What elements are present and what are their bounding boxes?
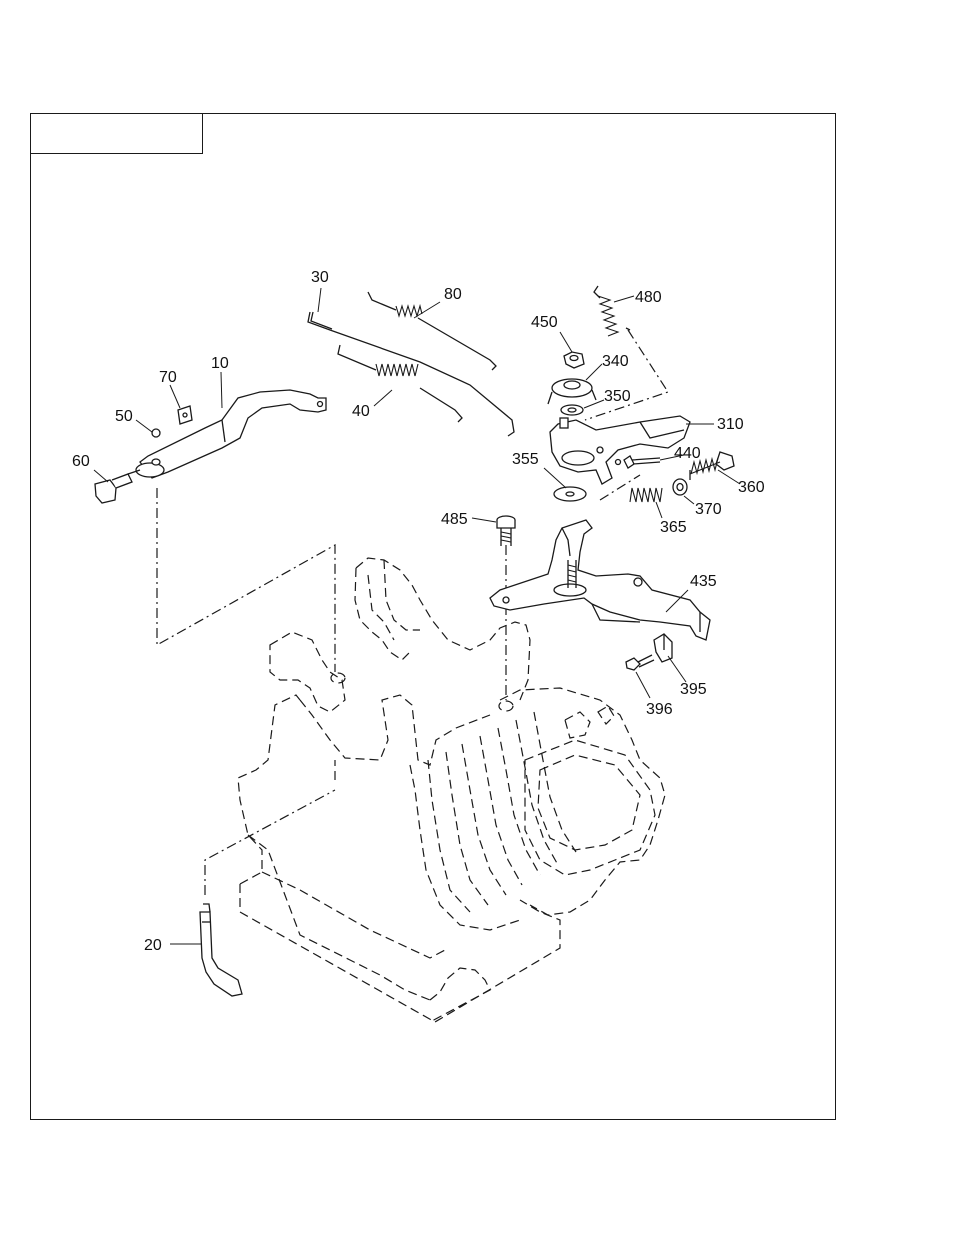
part-370-nut xyxy=(672,478,688,496)
part-60-bolt xyxy=(94,469,141,504)
callout-360: 360 xyxy=(738,479,765,496)
part-310-control-lever xyxy=(549,415,691,485)
part-355-washer xyxy=(553,486,587,502)
callout-355: 355 xyxy=(512,451,539,468)
callout-395: 395 xyxy=(680,681,707,698)
part-365-spring xyxy=(629,487,663,503)
callout-70: 70 xyxy=(159,369,177,386)
part-396-screw xyxy=(625,654,655,671)
callout-340: 340 xyxy=(602,353,629,370)
callout-485: 485 xyxy=(441,511,468,528)
callout-435: 435 xyxy=(690,573,717,590)
callout-480: 480 xyxy=(635,289,662,306)
part-80-spring xyxy=(367,291,497,371)
part-20-governor-shaft xyxy=(199,903,243,997)
callout-396: 396 xyxy=(646,701,673,718)
part-435-bracket xyxy=(489,519,711,641)
phantom-lines xyxy=(156,329,669,895)
part-70-clip xyxy=(177,405,193,425)
part-340-cup-washer xyxy=(547,378,597,405)
callout-440: 440 xyxy=(674,445,701,462)
callouts: 10 20 30 40 50 60 70 80 310 340 350 355 … xyxy=(72,269,765,954)
callout-370: 370 xyxy=(695,501,722,518)
diagram-frame xyxy=(30,113,836,1120)
callout-80: 80 xyxy=(444,286,462,303)
part-440-screw xyxy=(623,455,661,469)
callout-50: 50 xyxy=(115,408,133,425)
callout-60: 60 xyxy=(72,453,90,470)
part-50-circlip xyxy=(151,428,161,438)
part-480-spring xyxy=(593,285,631,337)
callout-365: 365 xyxy=(660,519,687,536)
callout-450: 450 xyxy=(531,314,558,331)
part-485-bolt xyxy=(496,515,516,546)
title-box xyxy=(31,114,203,154)
engine-outline xyxy=(237,557,666,1023)
part-10-lever xyxy=(135,389,327,479)
part-40-spring xyxy=(337,344,463,423)
callout-30: 30 xyxy=(311,269,329,286)
callout-10: 10 xyxy=(211,355,229,372)
part-360-screw xyxy=(689,451,735,480)
callout-310: 310 xyxy=(717,416,744,433)
part-395-cable-clamp xyxy=(653,633,673,663)
part-30-rod xyxy=(307,311,515,437)
callout-20: 20 xyxy=(144,937,162,954)
callout-40: 40 xyxy=(352,403,370,420)
callout-350: 350 xyxy=(604,388,631,405)
leader-lines xyxy=(93,287,741,945)
part-350-washer xyxy=(560,404,584,416)
part-450-nut xyxy=(563,351,585,369)
